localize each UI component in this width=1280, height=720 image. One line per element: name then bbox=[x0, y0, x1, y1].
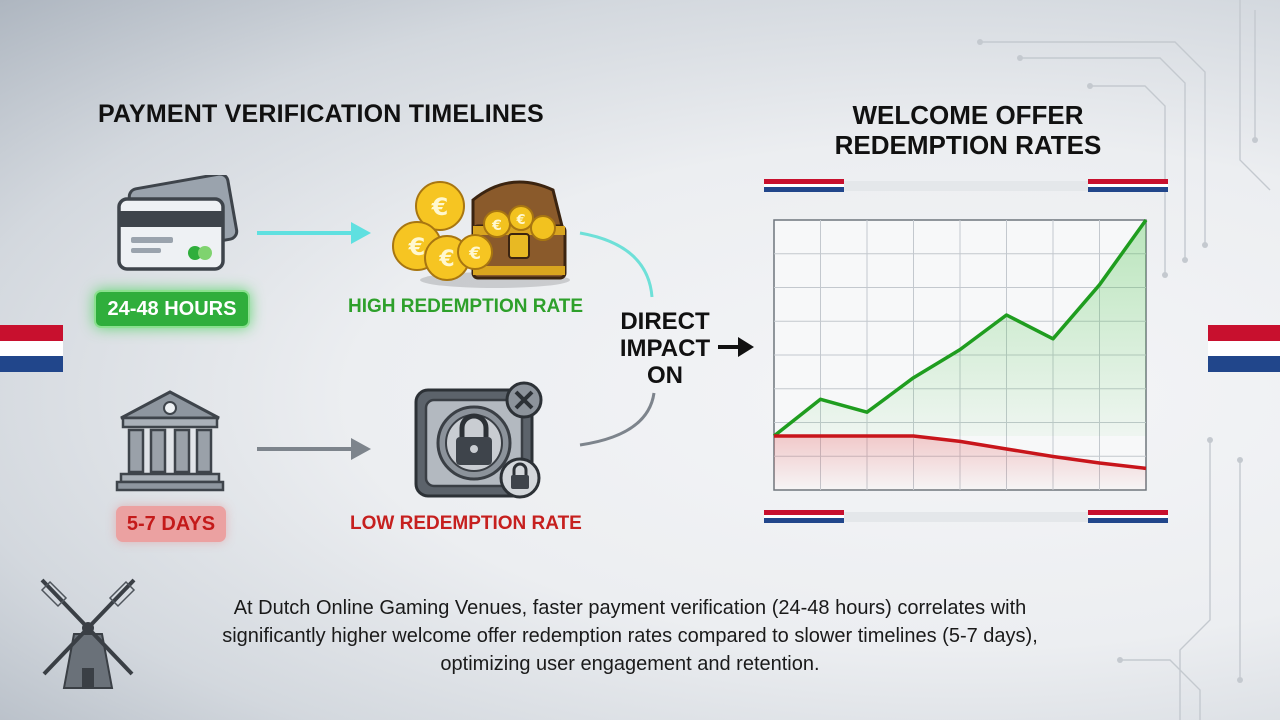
low-redemption-label: LOW REDEMPTION RATE bbox=[350, 513, 582, 534]
high-redemption-series-line bbox=[772, 218, 1148, 438]
credit-card-icon bbox=[117, 175, 239, 271]
chart-flag-bar-bottom bbox=[764, 510, 1168, 523]
windmill-icon bbox=[40, 578, 136, 689]
chart-flag-bar-top bbox=[764, 179, 1168, 192]
description-text: At Dutch Online Gaming Venues, faster pa… bbox=[222, 597, 1038, 675]
euro-treasure-chest-icon: € € € € € € bbox=[392, 180, 570, 288]
high-redemption-label: HIGH REDEMPTION RATE bbox=[348, 296, 584, 317]
svg-text:€: € bbox=[431, 193, 449, 221]
slow-timeline-badge: 5-7 DAYS bbox=[116, 506, 226, 542]
svg-text:€: € bbox=[408, 233, 426, 261]
fast-arrow-icon bbox=[257, 222, 371, 244]
svg-text:€: € bbox=[438, 247, 454, 272]
svg-text:€: € bbox=[468, 244, 481, 264]
circuit-decoration-bottom bbox=[1117, 437, 1243, 720]
fast-timeline-badge: 24-48 HOURS bbox=[94, 290, 250, 328]
direct-impact-label: DIRECT IMPACT ON bbox=[619, 308, 711, 389]
low-redemption-series-area bbox=[774, 436, 1146, 490]
slow-arrow-icon bbox=[257, 438, 371, 460]
svg-text:€: € bbox=[515, 213, 525, 228]
low-redemption-series-line bbox=[774, 434, 1147, 471]
circuit-decoration-top bbox=[977, 0, 1271, 278]
bank-icon bbox=[115, 390, 225, 492]
dutch-flag-icon bbox=[1208, 325, 1280, 372]
svg-text:€: € bbox=[491, 218, 502, 234]
connector-curves bbox=[579, 231, 656, 447]
high-redemption-series-area bbox=[774, 220, 1146, 436]
dutch-flag-icon bbox=[0, 325, 63, 372]
welcome-offer-title: WELCOME OFFER REDEMPTION RATES bbox=[834, 100, 1102, 160]
redemption-rate-chart bbox=[764, 179, 1168, 523]
locked-vault-icon bbox=[414, 381, 543, 499]
impact-arrow-icon bbox=[718, 337, 754, 357]
payment-verification-title: PAYMENT VERIFICATION TIMELINES bbox=[98, 100, 544, 128]
